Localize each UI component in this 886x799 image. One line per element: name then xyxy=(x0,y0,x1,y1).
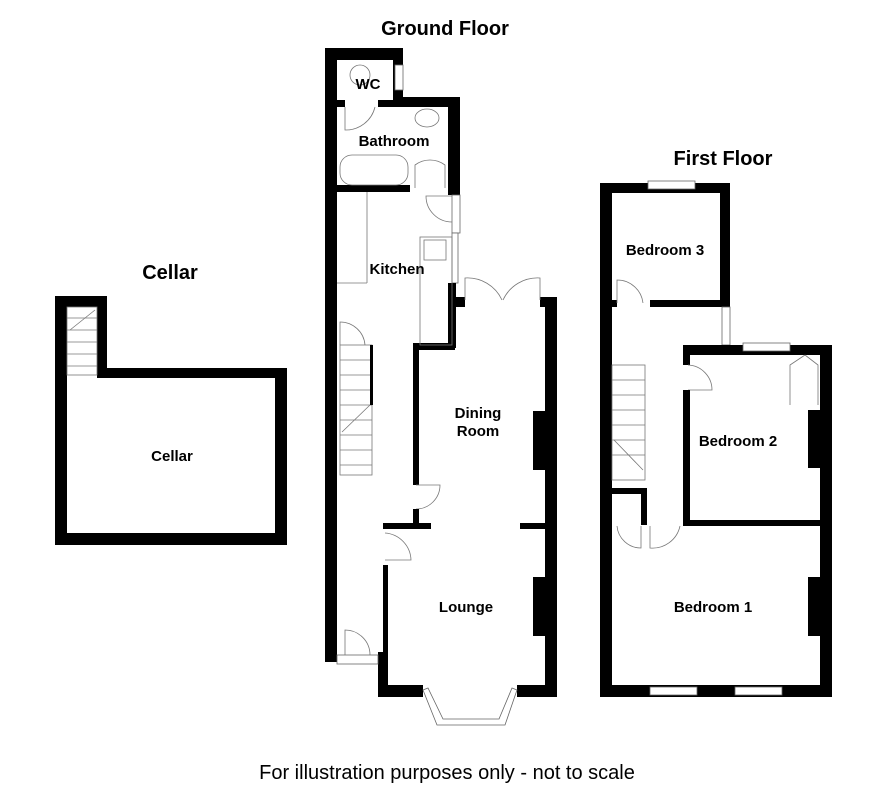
french-doors xyxy=(464,277,541,301)
bedroom3-window xyxy=(647,180,696,190)
ground-stairs xyxy=(339,344,373,476)
ground-floor-title: Ground Floor xyxy=(381,18,509,40)
cellar-stairs xyxy=(66,306,98,376)
front-door-frame xyxy=(336,654,379,665)
bay-window xyxy=(422,687,518,726)
ground-floor-plan: WC Bathroom Kitchen Dining Room Lounge xyxy=(325,48,557,726)
toilet xyxy=(349,64,371,86)
first-floor-plan: Bedroom 3 Bedroom 2 Bedroom 1 xyxy=(600,180,832,697)
chimney-breast xyxy=(808,410,820,468)
kitchen-counter xyxy=(419,236,453,346)
bath xyxy=(339,154,409,186)
room-label-bedroom3: Bedroom 3 xyxy=(626,242,704,259)
disclaimer-caption: For illustration purposes only - not to … xyxy=(259,762,635,784)
landing-window xyxy=(721,306,731,346)
bedroom1-window xyxy=(734,686,783,696)
room-label-dining-2: Room xyxy=(457,423,500,440)
first-floor-title: First Floor xyxy=(674,148,773,170)
bedroom1-window xyxy=(649,686,698,696)
room-label-bedroom1: Bedroom 1 xyxy=(674,599,752,616)
chimney-breast xyxy=(533,411,545,470)
room-label-bedroom2: Bedroom 2 xyxy=(699,433,777,450)
chimney-breast xyxy=(808,577,820,636)
kitchen-door-frame xyxy=(451,194,461,234)
room-label-wc: WC xyxy=(356,76,381,93)
wc-window xyxy=(394,64,404,91)
sink xyxy=(423,239,447,261)
cellar-title: Cellar xyxy=(142,262,198,284)
first-stairs xyxy=(611,364,646,481)
room-label-lounge: Lounge xyxy=(439,599,493,616)
bedroom2-window xyxy=(742,342,791,352)
room-label-dining-1: Dining xyxy=(455,405,502,422)
dining-door xyxy=(415,484,441,510)
wardrobe xyxy=(789,354,819,405)
kitchen-window xyxy=(451,232,459,284)
room-label-kitchen: Kitchen xyxy=(369,261,424,278)
room-label-bathroom: Bathroom xyxy=(359,133,430,150)
room-label-cellar: Cellar xyxy=(151,448,193,465)
basin xyxy=(414,108,440,128)
cellar-plan: Cellar xyxy=(55,296,287,545)
chimney-breast xyxy=(533,577,545,636)
